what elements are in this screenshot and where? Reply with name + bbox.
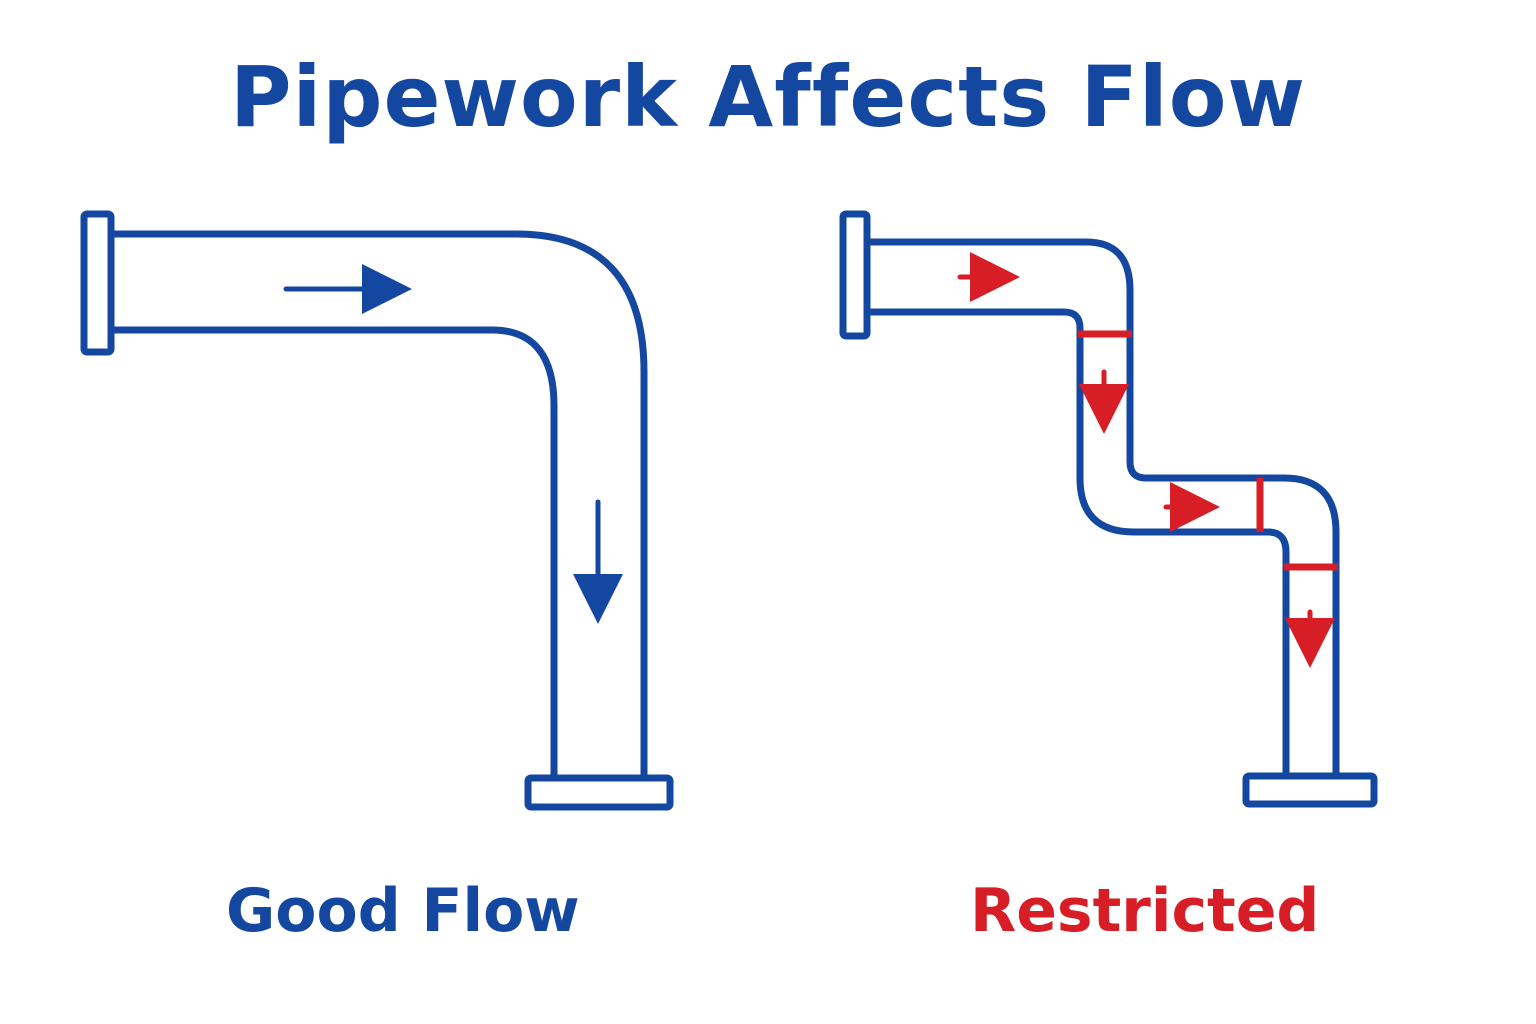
restricted-flow-pipe (839, 210, 1378, 808)
good-outlet-flange (524, 774, 674, 811)
diagram-title: Pipework Affects Flow (229, 48, 1307, 146)
good-flow-label: Good Flow (226, 876, 580, 946)
restricted-pipe-outer-wall (870, 238, 1340, 776)
good-pipe-inner-wall (112, 326, 558, 778)
restricted-flow-label: Restricted (970, 876, 1320, 946)
restricted-outlet-flange (1242, 772, 1378, 808)
good-pipe-outer-wall (112, 230, 648, 778)
restricted-pipe-inner-wall (870, 308, 1290, 776)
good-inlet-flange (80, 210, 115, 356)
restricted-inlet-flange (839, 210, 871, 340)
good-flow-pipe (80, 210, 674, 811)
